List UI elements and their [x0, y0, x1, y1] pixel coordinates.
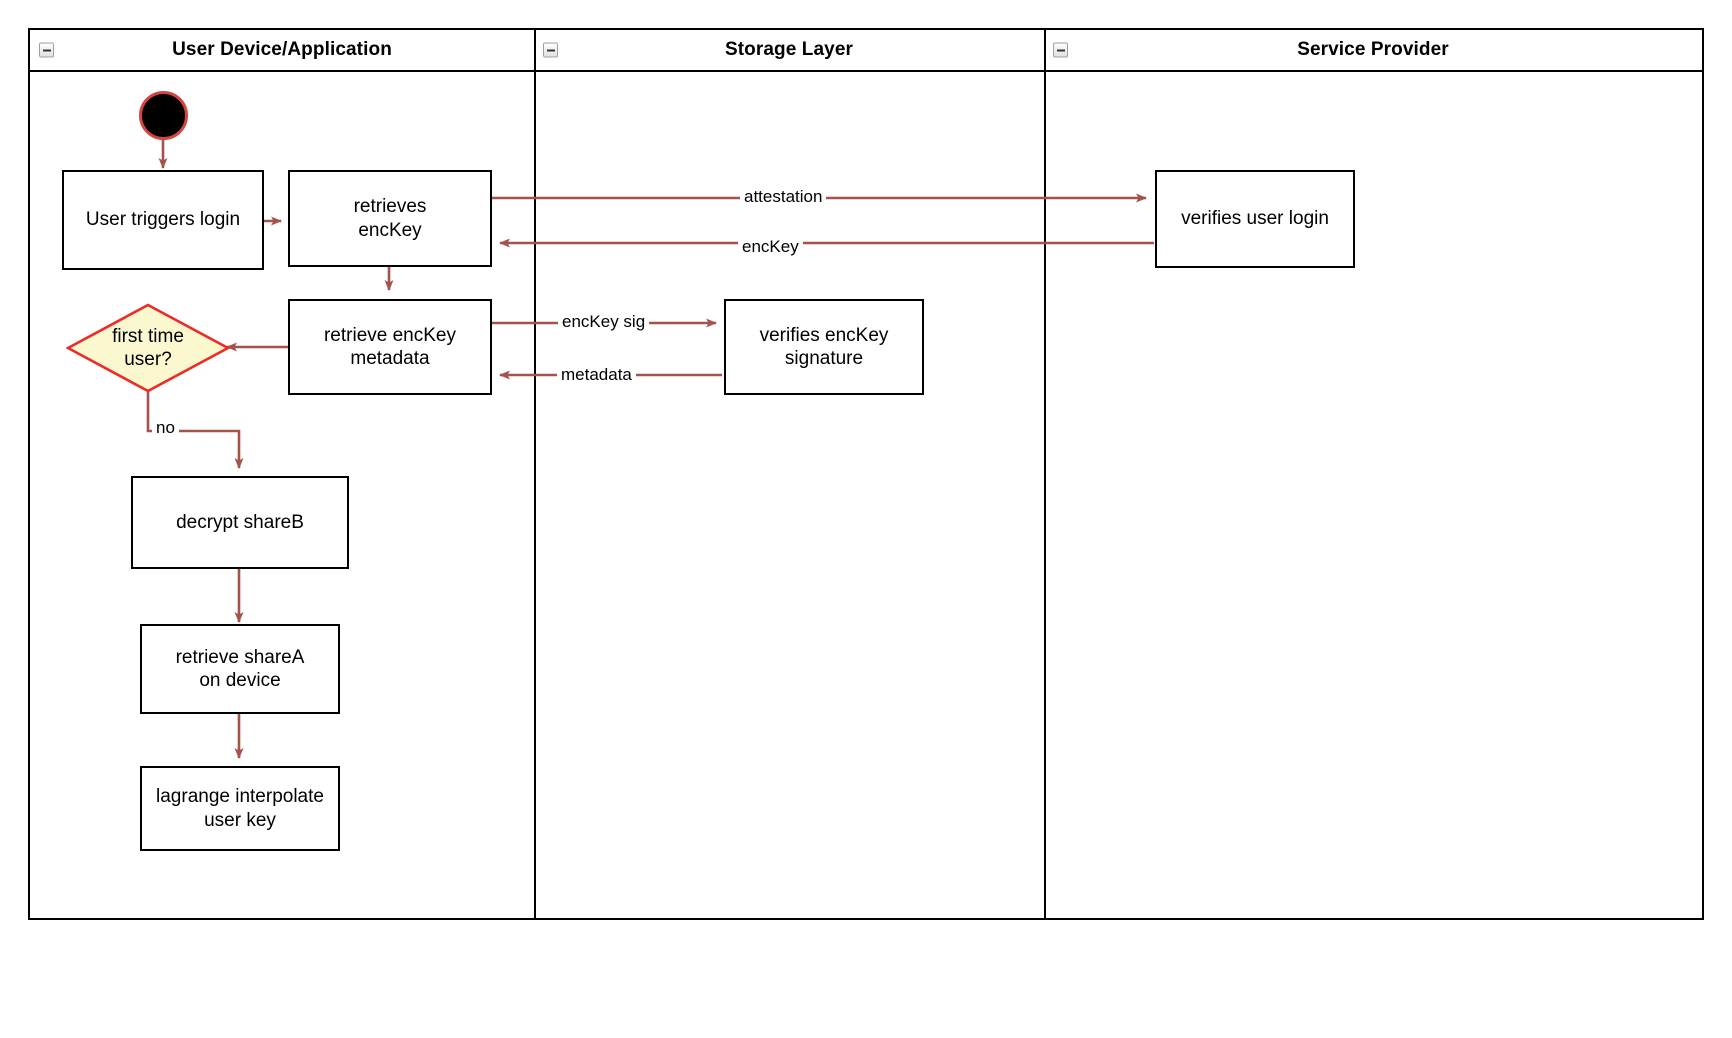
node-label-line2: user? [124, 349, 172, 370]
node-first-time-user[interactable]: first time user? [65, 303, 231, 393]
node-user-triggers-login[interactable]: User triggers login [62, 170, 264, 270]
node-label: verifies user login [1181, 208, 1329, 230]
node-retrieve-enckey-metadata[interactable]: retrieve encKey metadata [288, 299, 492, 395]
diamond-shape [65, 303, 231, 393]
node-label-line1: first time [112, 325, 184, 347]
lane-divider-2 [1044, 30, 1046, 918]
node-lagrange-interpolate-user-key[interactable]: lagrange interpolate user key [140, 766, 340, 851]
node-label-line2: user key [204, 809, 276, 831]
minus-box-icon[interactable] [1053, 42, 1068, 58]
node-label-line2: signature [784, 348, 864, 369]
edge-label-enckey: encKey [738, 237, 803, 257]
node-label-line1: retrieve shareA [175, 646, 305, 668]
node-retrieves-enckey[interactable]: retrieves encKey [288, 170, 492, 267]
node-label-wrap: first time user? [66, 303, 230, 393]
lane-header-service-provider[interactable]: Service Provider [1044, 30, 1702, 72]
node-decrypt-shareb[interactable]: decrypt shareB [131, 476, 349, 569]
edge-label-no: no [152, 418, 179, 438]
edge-label-metadata: metadata [557, 365, 636, 385]
node-label-line2: metadata [350, 348, 430, 369]
lane-header-storage-layer[interactable]: Storage Layer [534, 30, 1044, 72]
node-label: decrypt shareB [176, 511, 304, 533]
edge-label-enckey-sig: encKey sig [558, 312, 650, 332]
lane-title-user-device: User Device/Application [172, 39, 392, 60]
node-label-line1: retrieve encKey [323, 324, 456, 346]
node-verifies-enckey-signature[interactable]: verifies encKey signature [724, 299, 924, 395]
lane-title-service-provider: Service Provider [1297, 39, 1449, 60]
node-label-line2: on device [199, 670, 281, 691]
lane-divider-1 [534, 30, 536, 918]
node-label-line1: verifies encKey [759, 324, 889, 346]
minus-box-icon[interactable] [543, 42, 558, 58]
lane-header-user-device[interactable]: User Device/Application [30, 30, 534, 72]
node-retrieve-sharea-on-device[interactable]: retrieve shareA on device [140, 624, 340, 714]
minus-box-icon[interactable] [39, 42, 54, 58]
node-label: User triggers login [85, 209, 241, 231]
edge-label-attestation: attestation [740, 187, 827, 207]
node-label-line1: lagrange interpolate [156, 786, 324, 808]
start-node[interactable] [139, 91, 188, 140]
node-label-line1: retrieves [353, 196, 427, 218]
node-verifies-user-login[interactable]: verifies user login [1155, 170, 1355, 268]
node-label-line2: encKey [358, 219, 422, 241]
lane-title-storage-layer: Storage Layer [724, 39, 854, 60]
